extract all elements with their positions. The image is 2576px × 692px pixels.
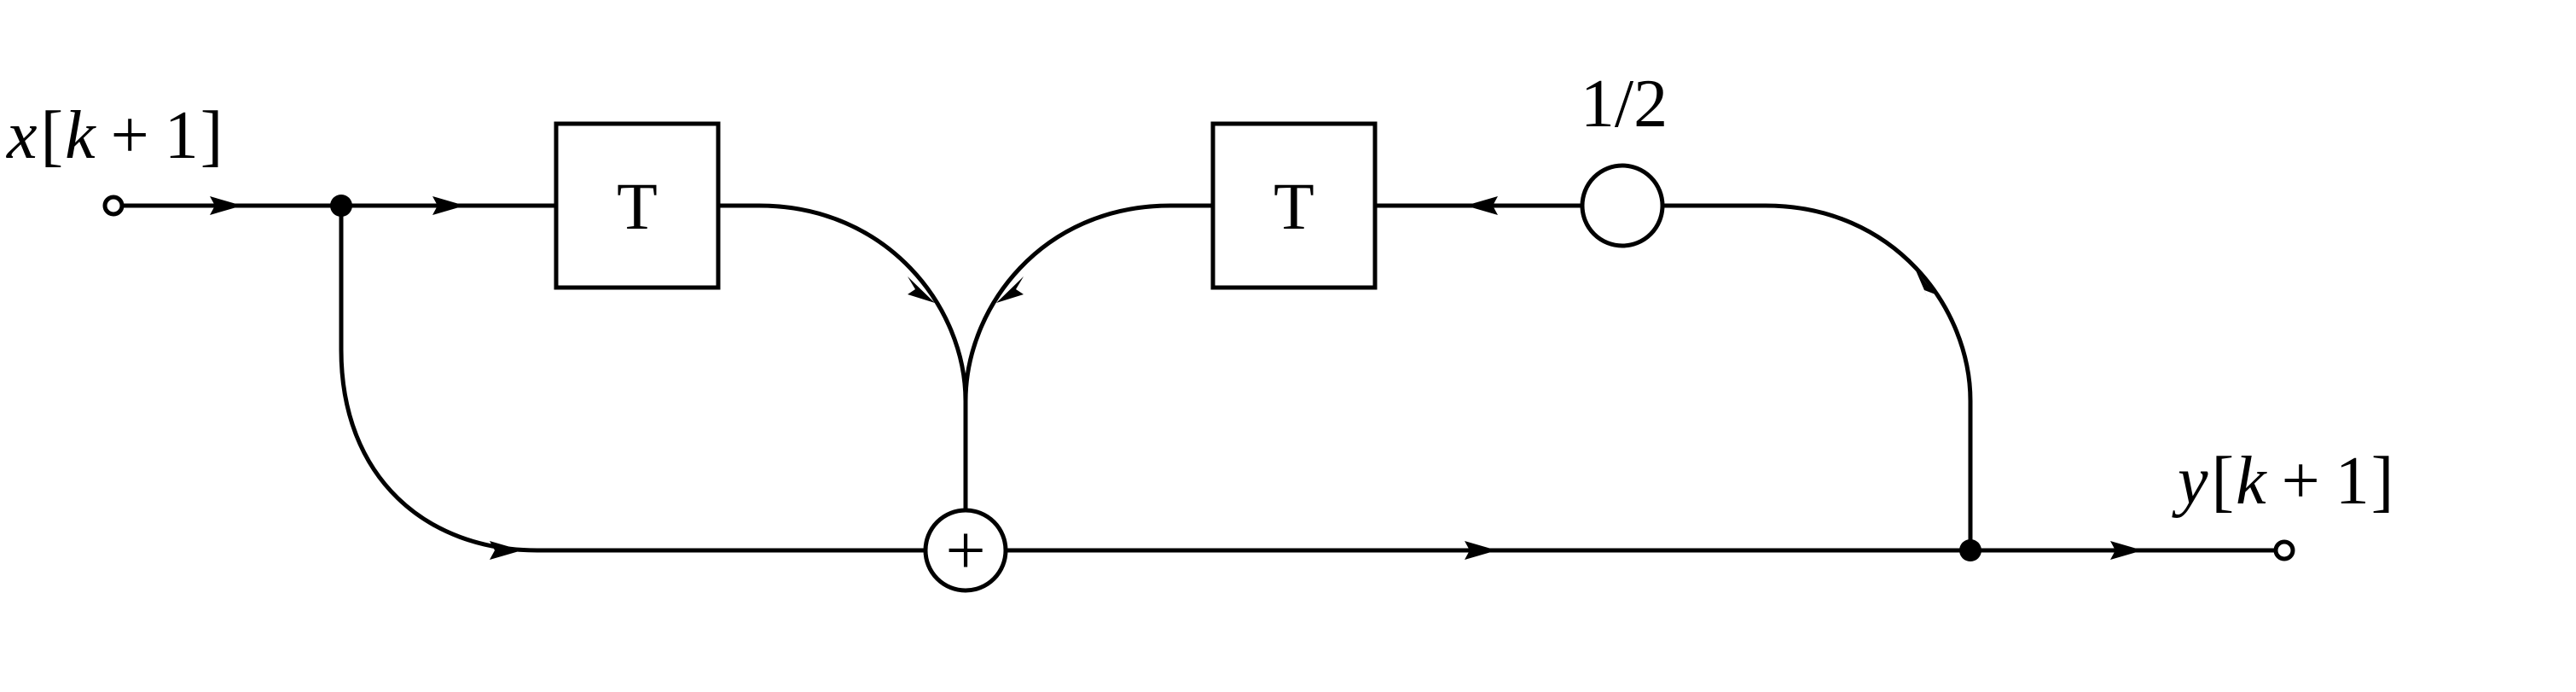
arrowhead-delay1-to-adder <box>908 276 935 303</box>
output-label-open: [ <box>2212 444 2235 519</box>
input-label-index: k <box>65 98 96 173</box>
input-pickoff-node <box>330 195 352 217</box>
arrowhead-delay2-to-adder <box>996 276 1024 303</box>
input-label: x[k+1] <box>6 98 223 173</box>
wire-output-to-gain <box>1663 203 1973 550</box>
output-label-op: + <box>2282 444 2320 519</box>
arrowhead-bottom-path <box>490 541 522 560</box>
input-label-num: 1 <box>165 98 199 173</box>
output-label-index: k <box>2236 444 2267 519</box>
output-label-close: ] <box>2371 444 2394 519</box>
output-terminal <box>2273 539 2295 561</box>
wire-delay1-to-adder <box>718 203 968 512</box>
delay-block-left-label: T <box>617 169 658 243</box>
output-label-var: y <box>2172 444 2208 519</box>
output-pickoff-node <box>1959 539 1981 561</box>
gain-label: 1/2 <box>1581 67 1668 142</box>
wire-delay2-to-adder <box>963 203 1213 402</box>
output-label: y[k+1] <box>2172 444 2393 519</box>
input-label-var: x <box>6 98 38 173</box>
input-label-open: [ <box>41 98 64 173</box>
output-label-num: 1 <box>2335 444 2370 519</box>
delay-block-right-label: T <box>1273 169 1314 243</box>
input-terminal <box>102 195 125 217</box>
adder-symbol: + <box>945 511 985 590</box>
arrowhead-to-delay1 <box>432 196 465 215</box>
arrowhead-adder-to-output <box>1465 541 1497 560</box>
arrowhead-output <box>2110 541 2143 560</box>
arrowhead-gain-to-delay2 <box>1465 196 1498 215</box>
arrowhead-feedback-up <box>1916 270 1935 302</box>
delay-block-left <box>554 121 721 290</box>
input-label-close: ] <box>200 98 223 173</box>
input-label-op: + <box>111 98 149 173</box>
delay-block-right <box>1210 121 1378 290</box>
adder <box>923 508 1008 593</box>
gain-element <box>1580 163 1665 248</box>
arrowhead-input <box>210 196 242 215</box>
